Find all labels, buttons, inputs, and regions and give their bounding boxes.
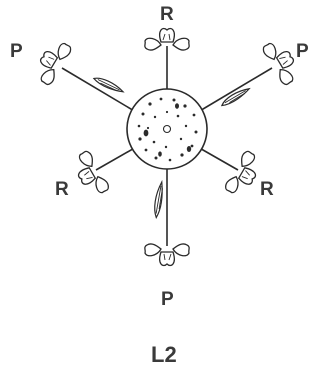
label-upper-right: P [296, 41, 309, 62]
stem-upper-right [198, 68, 272, 112]
bud-bottom [152, 181, 166, 218]
label-lower-right: R [260, 179, 274, 200]
ray-flower-bottom [145, 244, 189, 266]
ray-flower-lower-right [224, 150, 265, 199]
label-upper-left: P [10, 41, 23, 62]
figure-caption: L2 [151, 342, 177, 367]
ray-flower-upper-left [31, 37, 72, 86]
central-disc [127, 89, 207, 169]
label-lower-left: R [55, 179, 69, 200]
stem-upper-left [62, 68, 136, 112]
ray-flower-lower-left [70, 150, 111, 199]
stem-lower-left [96, 146, 138, 170]
stem-lower-right [196, 146, 238, 170]
disc-center-pore [164, 126, 171, 133]
bud-upper-left [93, 75, 124, 96]
label-bottom: P [161, 289, 174, 310]
label-top: R [160, 4, 174, 25]
